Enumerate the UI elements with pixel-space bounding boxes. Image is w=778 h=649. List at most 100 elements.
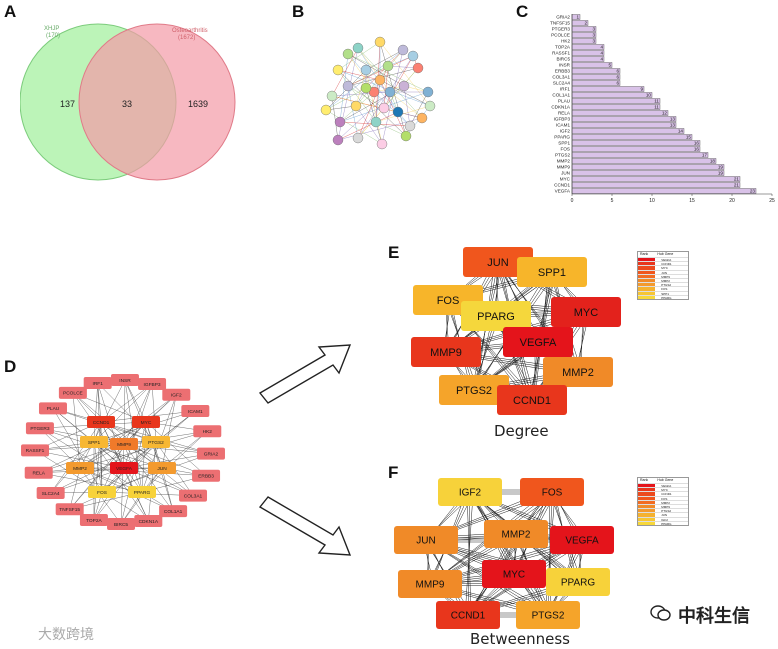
network-edge	[337, 111, 399, 141]
network-edge	[464, 493, 474, 618]
network-node: CCND1	[87, 416, 115, 428]
network-edge	[123, 443, 207, 476]
bar-label: IRF1	[560, 87, 570, 92]
network-node	[400, 130, 412, 142]
svg-text:IGFBP3: IGFBP3	[144, 382, 161, 388]
network-edge	[69, 443, 125, 510]
bar-value-label: 4	[600, 57, 603, 62]
hub-gene-node: CCND1	[497, 385, 567, 415]
cytoscape-network: IRF1INSRIGFBP3IGF2ICAM1HK2GRIA2ERBB3COL3…	[21, 374, 225, 530]
bar-value-label: 16	[694, 141, 700, 146]
network-node: MMP9	[110, 438, 138, 450]
bar-value-label: 11	[654, 99, 659, 104]
svg-text:MMP2: MMP2	[73, 466, 87, 472]
bar-value-label: 14	[678, 129, 684, 134]
bar-value-label: 21	[734, 177, 740, 182]
network-node: ICAM1	[181, 404, 210, 417]
svg-text:CCND1: CCND1	[451, 611, 486, 622]
network-node	[392, 106, 404, 118]
svg-text:PCOLCE: PCOLCE	[63, 391, 83, 397]
bar-label: CDKN1A	[551, 105, 571, 110]
network-node	[342, 80, 354, 92]
bar	[571, 128, 685, 134]
network-node: ERBB3	[192, 469, 221, 482]
network-node	[352, 42, 364, 54]
network-edge	[337, 41, 381, 71]
x-tick-label: 20	[729, 198, 735, 204]
network-node	[424, 100, 436, 112]
hub-gene-node: FOS	[520, 478, 584, 506]
network-edge	[93, 383, 98, 443]
svg-text:VEGFA: VEGFA	[116, 466, 133, 472]
network-node: CDKN1A	[134, 514, 163, 527]
network-edge	[325, 87, 367, 111]
svg-text:RASSF1: RASSF1	[26, 448, 45, 454]
bar-value-label: 4	[600, 45, 603, 50]
network-edge	[357, 47, 423, 119]
bar-value-label: 9	[640, 87, 643, 92]
svg-text:IGF2: IGF2	[171, 393, 182, 399]
bar-label: MMP9	[557, 165, 571, 170]
legend-row: JUN	[638, 512, 688, 517]
x-tick-label: 15	[689, 198, 695, 204]
network-edge	[72, 392, 163, 469]
network-node	[374, 36, 386, 48]
network-edge	[93, 441, 157, 521]
legend-row: PPARG	[638, 294, 688, 300]
network-node: PPARG	[128, 486, 156, 498]
network-edge	[100, 421, 194, 496]
svg-text:MYC: MYC	[503, 570, 525, 581]
network-edge	[93, 441, 103, 493]
svg-text:PTGER3: PTGER3	[30, 426, 50, 432]
network-edge	[123, 380, 126, 445]
hub-gene-node: VEGFA	[550, 526, 614, 554]
legend-row: IGF2	[638, 516, 688, 522]
legend-row: JUN	[638, 269, 688, 275]
bar-label: MMP2	[557, 159, 571, 164]
bar-label: VEGFA	[555, 189, 571, 194]
network-edge	[52, 408, 103, 493]
network-node	[378, 102, 390, 114]
bar	[571, 164, 725, 170]
svg-text:TNFSF15: TNFSF15	[59, 507, 80, 513]
network-edge	[379, 41, 431, 107]
bar	[571, 182, 741, 188]
svg-text:JUN: JUN	[416, 536, 435, 547]
bar-label: FOS	[561, 147, 570, 152]
svg-text:COL1A1: COL1A1	[164, 509, 183, 515]
legend-row: PTGS2	[638, 508, 688, 513]
bar-label: TNFSF15	[550, 21, 570, 26]
legend-row: MMP2	[638, 277, 688, 283]
legend-row: CCND1	[638, 261, 688, 266]
bar	[571, 68, 621, 74]
network-node: IGF2	[162, 388, 191, 401]
svg-text:PPARG: PPARG	[477, 311, 515, 323]
hub-gene-node: SPP1	[517, 257, 587, 287]
hub-gene-node: MMP9	[398, 570, 462, 598]
svg-text:MMP9: MMP9	[117, 442, 131, 448]
hub-gene-node: MMP9	[411, 337, 481, 367]
svg-text:MYC: MYC	[574, 307, 599, 319]
hub-gene-node: VEGFA	[503, 327, 573, 357]
svg-text:PTGS2: PTGS2	[456, 385, 492, 397]
network-edge	[357, 55, 414, 139]
network-edge	[381, 49, 404, 145]
network-edge	[373, 91, 411, 127]
hub-gene-node: MMP2	[543, 357, 613, 387]
network-node	[360, 82, 372, 94]
venn-right-label: Osteoarthritis	[172, 28, 208, 34]
legend-row: PPARG	[638, 520, 688, 526]
network-edge	[347, 85, 359, 139]
svg-text:RELA: RELA	[32, 471, 45, 477]
venn-overlap: 33	[122, 99, 132, 109]
network-node: GRIA2	[196, 447, 225, 460]
bar-value-label: 13	[670, 123, 676, 128]
bar	[571, 176, 741, 182]
network-node	[320, 104, 332, 116]
network-edge	[97, 382, 157, 443]
venn-left-label: XHJP	[44, 26, 59, 32]
network-node: IRF1	[83, 377, 112, 390]
svg-text:TOP2A: TOP2A	[86, 518, 102, 524]
hub-gene-node: IGF2	[438, 478, 502, 506]
